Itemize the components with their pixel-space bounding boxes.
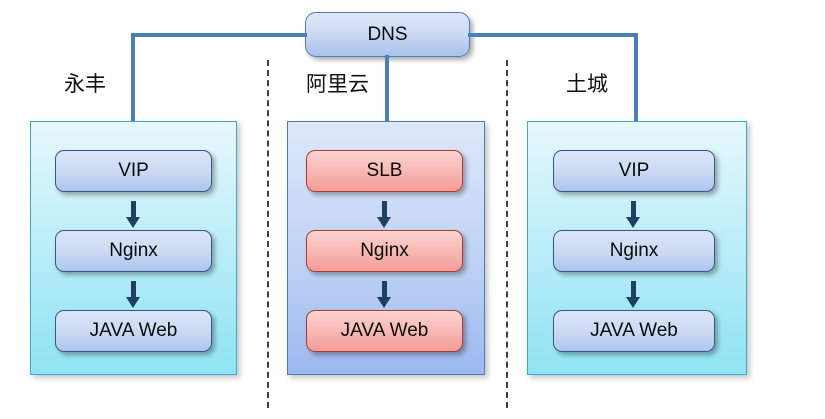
node-label: Nginx bbox=[609, 240, 659, 261]
flow-aliyun-nginx-to-javaweb bbox=[382, 281, 387, 299]
flow-yongfeng-nginx-to-javaweb bbox=[131, 281, 136, 299]
arrowhead-yongfeng-vip-to-nginx bbox=[126, 217, 140, 228]
flow-tucheng-nginx-to-javaweb bbox=[631, 281, 636, 299]
node-label: Nginx bbox=[360, 240, 409, 261]
region-label-yongfeng: 永丰 bbox=[64, 72, 106, 96]
region-label-tucheng: 土城 bbox=[566, 72, 608, 96]
node-aliyun-nginx[interactable]: Nginx bbox=[306, 230, 463, 272]
node-label: JAVA Web bbox=[340, 320, 429, 341]
connector-dns-to-tucheng-horizontal bbox=[468, 33, 638, 37]
flow-tucheng-vip-to-nginx bbox=[631, 201, 636, 219]
arrowhead-aliyun-slb-to-nginx bbox=[377, 217, 391, 228]
node-label: JAVA Web bbox=[89, 320, 178, 341]
node-label: VIP bbox=[118, 160, 149, 181]
arrowhead-tucheng-nginx-to-javaweb bbox=[626, 297, 640, 308]
node-label: VIP bbox=[618, 160, 650, 181]
arrowhead-yongfeng-nginx-to-javaweb bbox=[126, 297, 140, 308]
region-divider-left bbox=[267, 60, 269, 408]
node-yongfeng-vip[interactable]: VIP bbox=[55, 150, 212, 192]
connector-dns-to-yongfeng-vertical bbox=[131, 33, 135, 138]
node-aliyun-javaweb[interactable]: JAVA Web bbox=[306, 310, 463, 352]
node-aliyun-slb[interactable]: SLB bbox=[306, 150, 463, 192]
arrowhead-aliyun-nginx-to-javaweb bbox=[377, 297, 391, 308]
dns-node[interactable]: DNS bbox=[305, 12, 470, 57]
node-yongfeng-javaweb[interactable]: JAVA Web bbox=[55, 310, 212, 352]
flow-yongfeng-vip-to-nginx bbox=[131, 201, 136, 219]
node-label: JAVA Web bbox=[590, 320, 678, 341]
connector-dns-to-yongfeng-horizontal bbox=[131, 33, 307, 37]
node-yongfeng-nginx[interactable]: Nginx bbox=[55, 230, 212, 272]
arrowhead-tucheng-vip-to-nginx bbox=[626, 217, 640, 228]
region-label-aliyun: 阿里云 bbox=[306, 72, 369, 96]
connector-dns-to-tucheng-vertical bbox=[634, 33, 638, 138]
flow-aliyun-slb-to-nginx bbox=[382, 201, 387, 219]
node-tucheng-nginx[interactable]: Nginx bbox=[553, 230, 715, 272]
connector-dns-to-aliyun-vertical bbox=[385, 55, 389, 138]
node-label: SLB bbox=[366, 160, 403, 181]
node-label: Nginx bbox=[109, 240, 158, 261]
dns-node-label: DNS bbox=[367, 23, 408, 45]
node-tucheng-vip[interactable]: VIP bbox=[553, 150, 715, 192]
region-divider-right bbox=[506, 60, 508, 408]
node-tucheng-javaweb[interactable]: JAVA Web bbox=[553, 310, 715, 352]
